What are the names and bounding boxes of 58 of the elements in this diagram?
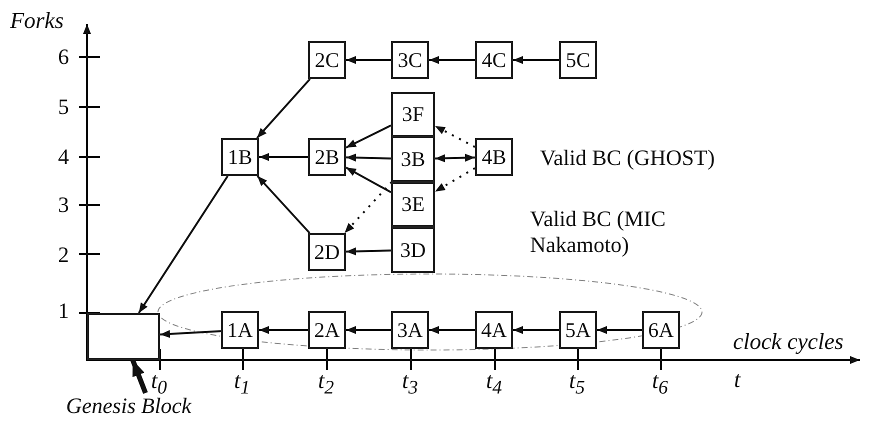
arrow — [346, 56, 391, 64]
tick-label: t$_{2}$ — [318, 368, 334, 400]
arrow — [434, 167, 476, 192]
arrow — [160, 330, 222, 338]
block-box: 2B — [308, 138, 346, 176]
axis-title: clock cycles — [733, 329, 844, 355]
tick-label: 4 — [58, 144, 69, 170]
axis-title: Forks — [10, 8, 64, 34]
block-box: 2C — [308, 41, 346, 79]
tick-label: 2 — [58, 242, 69, 268]
arrow — [346, 124, 392, 148]
block-box: 6A — [642, 311, 680, 349]
block-box: 3F — [391, 92, 435, 137]
block-box: 4B — [475, 138, 513, 176]
arrow — [513, 56, 559, 64]
block-box: 3D — [391, 227, 435, 273]
tick-label: 1 — [58, 298, 69, 324]
genesis-block-box — [87, 313, 160, 360]
block-box: 2D — [308, 233, 346, 271]
annotation: Valid BC (GHOST) — [540, 145, 715, 171]
block-box: 3A — [391, 311, 429, 349]
tick-label: t$_{5}$ — [569, 368, 585, 400]
tick-label: t$_{1}$ — [234, 368, 250, 400]
block-box: 1B — [221, 138, 259, 176]
arrow — [434, 125, 476, 148]
arrow — [259, 153, 308, 161]
arrow — [346, 166, 392, 194]
arrow — [346, 154, 392, 162]
block-box: 3E — [391, 182, 435, 227]
arrow — [259, 326, 308, 334]
block-box: 5A — [559, 311, 597, 349]
block-box: 1A — [221, 311, 259, 349]
arrow — [597, 326, 642, 334]
arrow — [429, 326, 475, 334]
block-box: 4C — [475, 41, 513, 79]
tick-label: 3 — [58, 192, 69, 218]
tick-label: 5 — [58, 94, 69, 120]
arrow — [344, 181, 392, 234]
arrow — [429, 56, 475, 64]
arrow — [513, 326, 559, 334]
block-box: 3C — [391, 41, 429, 79]
arrow — [346, 247, 392, 256]
axis-title: t — [734, 367, 740, 393]
tick-label: t$_{3}$ — [402, 368, 418, 400]
tick-label: t$_{4}$ — [486, 368, 502, 400]
block-box: 2A — [308, 311, 346, 349]
block-box: 5C — [559, 41, 597, 79]
block-box: 3B — [391, 136, 435, 182]
arrow — [256, 175, 310, 234]
tick-label: t$_{6}$ — [652, 368, 668, 400]
block-box: 4A — [475, 311, 513, 349]
annotation: Valid BC (MIC Nakamoto) — [530, 206, 667, 258]
arrow — [346, 326, 391, 334]
arrow — [130, 359, 148, 394]
tick-label: 6 — [58, 44, 69, 70]
arrow — [434, 154, 476, 162]
arrow — [256, 78, 311, 139]
arrow — [138, 175, 229, 314]
